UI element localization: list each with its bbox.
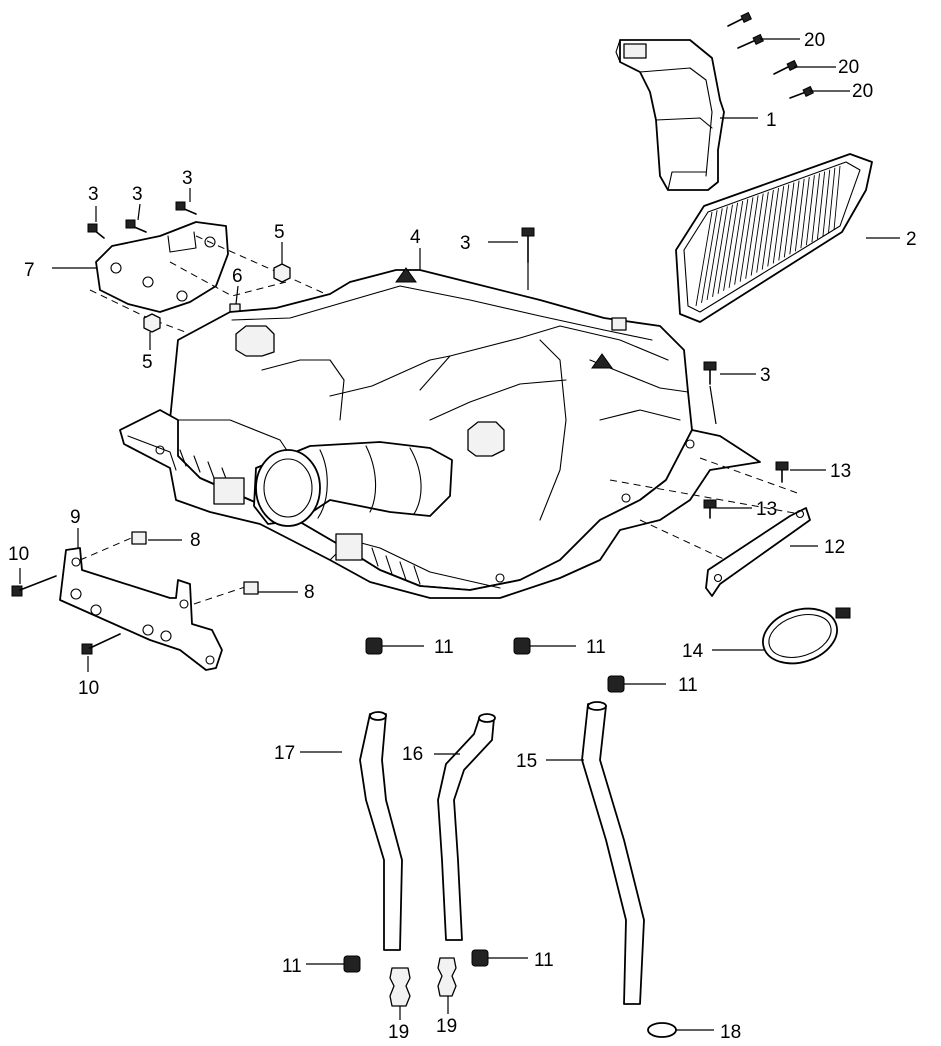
callout-16: 16 (402, 744, 423, 765)
filter-pleat (750, 193, 764, 276)
callout-3: 3 (182, 168, 193, 189)
filter-pleat (783, 182, 795, 258)
part-20-screws (727, 11, 850, 99)
part-13-screws (703, 461, 826, 519)
part-2-filter-element (675, 153, 873, 323)
callout-12: 12 (824, 537, 845, 558)
leader-lines (419, 117, 900, 270)
filter-pleat (805, 175, 815, 246)
filter-pleat (717, 204, 733, 294)
filter-pleat (778, 184, 790, 261)
callout-3: 3 (88, 184, 99, 205)
part-12-bracket (609, 457, 818, 597)
part-3-screws-left (52, 188, 197, 269)
filter-pleat (828, 167, 836, 234)
callout-9: 9 (70, 507, 81, 528)
part-17-hose (300, 711, 403, 951)
filter-pleat (756, 191, 769, 273)
filter-pleat (701, 210, 718, 304)
filter-pleat (745, 195, 759, 279)
part-11-hose-clamps (306, 637, 666, 973)
part-18-small-clamp (647, 1022, 714, 1038)
callout-5: 5 (274, 222, 285, 243)
callout-20: 20 (838, 57, 859, 78)
callout-11: 11 (434, 637, 454, 658)
callout-13: 13 (756, 499, 777, 520)
callout-20: 20 (852, 81, 873, 102)
filter-pleat (800, 176, 810, 249)
callout-6: 6 (232, 266, 243, 287)
part-4-air-cleaner-housing (119, 267, 761, 599)
part-16-hose (434, 713, 496, 941)
part-15-hose (546, 701, 645, 1005)
part-14-clamp (712, 607, 851, 665)
callout-8: 8 (304, 582, 315, 603)
callout-2: 2 (906, 229, 917, 250)
part-1-cover-bracket (615, 39, 725, 191)
part-3-screws-right (488, 227, 756, 425)
callout-10: 10 (78, 678, 99, 699)
callout-19: 19 (436, 1016, 457, 1037)
callout-5: 5 (142, 352, 153, 373)
callout-3: 3 (132, 184, 143, 205)
filter-pleat (822, 169, 831, 237)
filter-pleats (695, 165, 841, 307)
callout-3: 3 (760, 365, 771, 386)
callout-20: 20 (804, 30, 825, 51)
callout-10: 10 (8, 544, 29, 565)
callout-19: 19 (388, 1022, 409, 1043)
filter-pleat (728, 200, 744, 288)
callout-labels: 20 20 20 1 2 3 3 3 3 3 4 5 5 6 7 8 8 9 1… (8, 30, 917, 1043)
part-10-bolts (11, 568, 121, 672)
callout-17: 17 (274, 743, 295, 764)
filter-pleat (706, 208, 723, 300)
callout-11: 11 (282, 956, 302, 977)
callout-11: 11 (586, 637, 606, 658)
callout-11: 11 (678, 675, 698, 696)
part-5-6-nuts (143, 242, 291, 350)
callout-8: 8 (190, 530, 201, 551)
part-9-bracket (59, 528, 298, 671)
part-7-bracket-plate (95, 221, 229, 313)
part-8-clips (131, 531, 259, 595)
callout-18: 18 (720, 1022, 741, 1043)
filter-pleat (816, 171, 826, 240)
filter-pleat (723, 202, 739, 291)
filter-pleat (712, 206, 728, 297)
callout-11: 11 (534, 950, 554, 971)
callout-7: 7 (24, 260, 35, 281)
filter-pleat (761, 189, 774, 270)
callout-14: 14 (682, 641, 704, 662)
filter-pleat (734, 199, 749, 285)
filter-pleat (833, 165, 841, 231)
filter-pleat (811, 173, 820, 243)
callout-15: 15 (516, 751, 537, 772)
part-19-couplings (389, 957, 457, 1020)
filter-pleat (789, 180, 800, 255)
callout-13: 13 (830, 461, 851, 482)
callout-1: 1 (766, 110, 777, 131)
filter-pleat (772, 186, 785, 264)
filter-pleat (767, 188, 780, 267)
filter-pleat (794, 178, 805, 252)
callout-4: 4 (410, 227, 421, 248)
callout-3: 3 (460, 233, 471, 254)
filter-pleat (739, 197, 754, 282)
filter-pleat (695, 211, 713, 307)
